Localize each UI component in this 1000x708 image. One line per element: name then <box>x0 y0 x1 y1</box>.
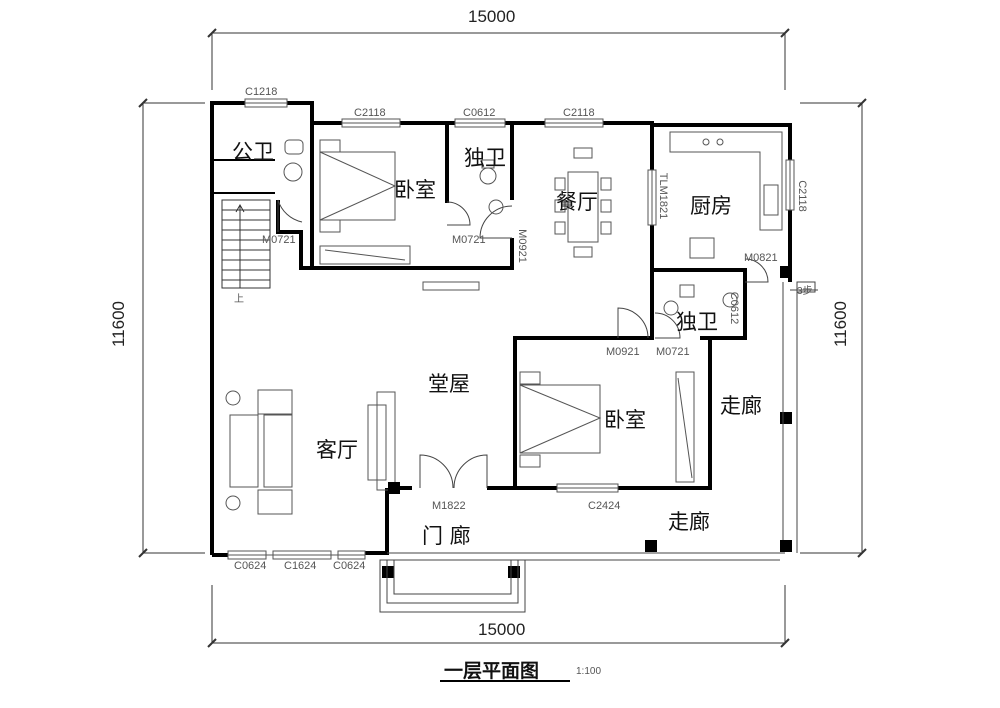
private-bath-mid-label: 独卫 <box>676 310 718 334</box>
bedroom-top-label: 卧室 <box>394 178 436 202</box>
kitchen-label: 厨房 <box>690 194 732 218</box>
furniture <box>225 131 783 515</box>
staircase <box>221 199 271 289</box>
code-c2118-b: C2118 <box>563 107 595 119</box>
code-c2118-c: C2118 <box>795 180 808 212</box>
code-m0921-b: M0921 <box>606 346 640 358</box>
living-label: 客厅 <box>316 438 358 462</box>
public-bath-label: 公卫 <box>232 140 274 164</box>
code-c0612-a: C0612 <box>463 107 496 119</box>
code-m0721-c: M0721 <box>656 346 690 358</box>
code-m0821: M0821 <box>744 252 778 264</box>
private-bath-top-label: 独卫 <box>464 146 506 170</box>
corridor-right-label: 走廊 <box>720 394 762 418</box>
code-m0721-b: M0721 <box>452 234 486 246</box>
code-m0721-a: M0721 <box>262 234 296 246</box>
corridor-bottom-label: 走廊 <box>668 510 710 534</box>
stair-up-label: 上 <box>234 294 244 305</box>
code-m1822: M1822 <box>432 500 466 512</box>
walls <box>210 101 792 557</box>
left-height-dimension: 11600 <box>109 300 129 348</box>
code-c1218: C1218 <box>245 86 278 98</box>
right-height-dimension: 11600 <box>831 300 851 348</box>
bottom-width-dimension: 15000 <box>478 620 526 639</box>
dimension-lines <box>138 28 867 648</box>
windows <box>227 98 795 560</box>
code-m0921-a: M0921 <box>515 229 528 263</box>
code-c0612-b: C0612 <box>728 291 741 325</box>
top-width-dimension: 15000 <box>468 7 516 26</box>
code-c0624-a: C0624 <box>234 560 267 572</box>
dining-label: 餐厅 <box>556 190 598 214</box>
porch-label: 门 廊 <box>422 524 471 548</box>
drawing-title: 一层平面图 <box>444 660 540 682</box>
code-c2424: C2424 <box>588 500 621 512</box>
code-c2118-a: C2118 <box>354 107 386 119</box>
bedroom-mid-label: 卧室 <box>604 408 646 432</box>
porch-steps <box>379 281 818 613</box>
drawing-scale: 1:100 <box>576 666 602 677</box>
main-hall-label: 堂屋 <box>428 372 470 396</box>
code-c0624-b: C0624 <box>333 560 366 572</box>
code-c1624: C1624 <box>284 560 317 572</box>
code-tlm1821: TLM1821 <box>657 172 670 220</box>
code-steps: 3步 <box>797 286 813 297</box>
door-swings <box>277 199 769 489</box>
